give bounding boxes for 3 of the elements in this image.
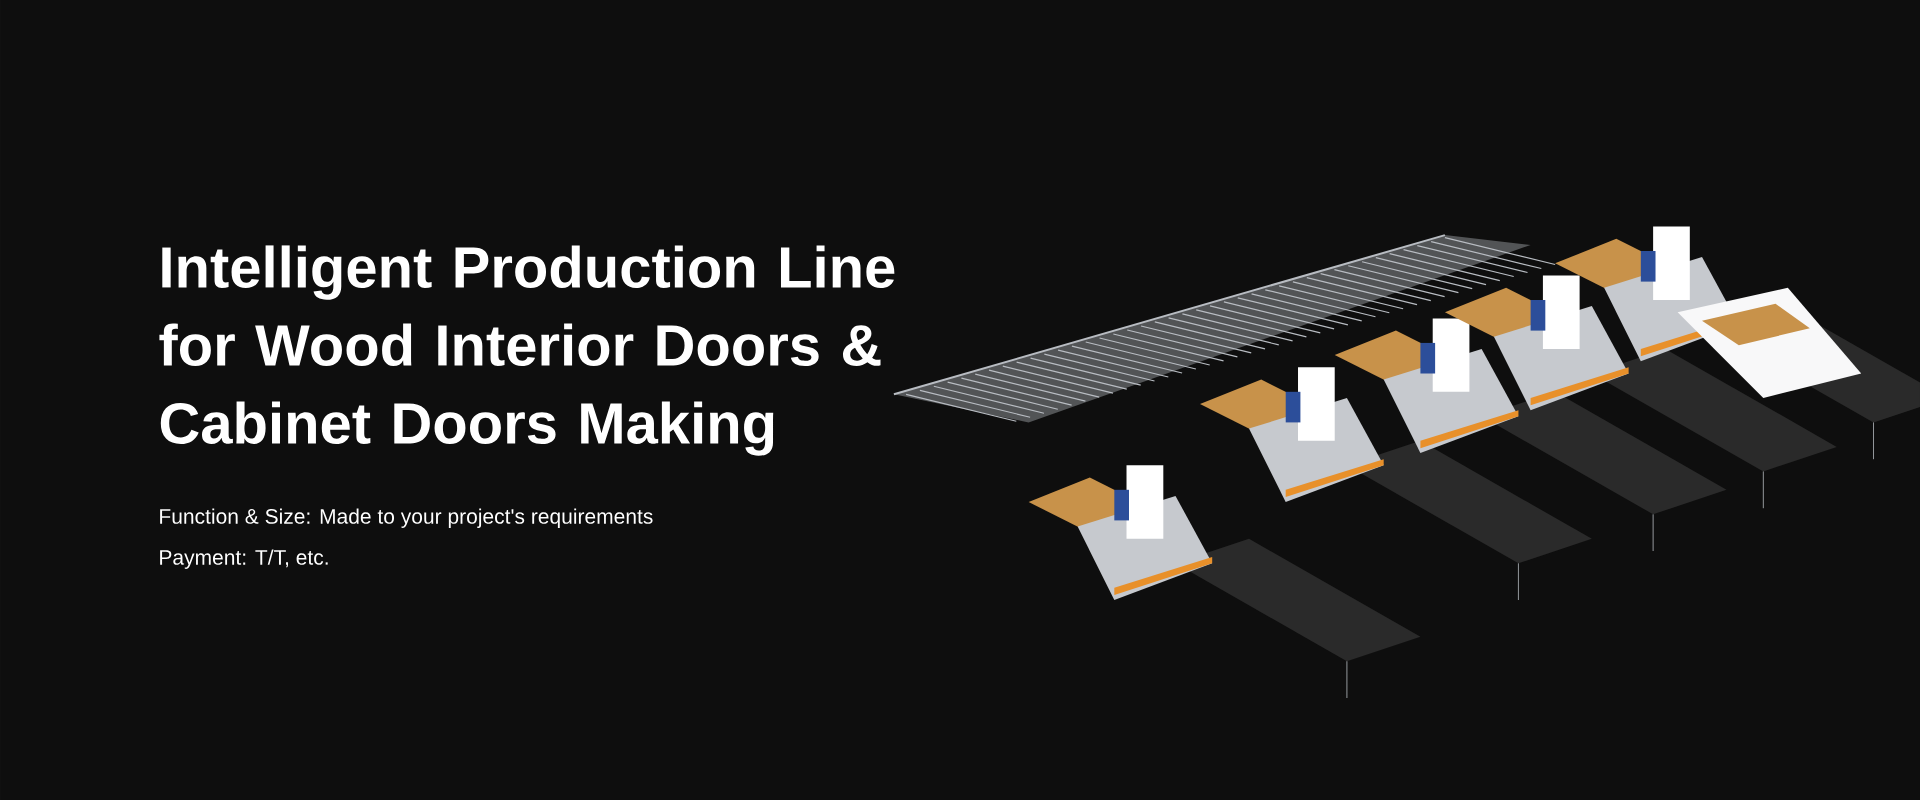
title: Intelligent Production Line for Wood Interior Doors & Cabinet Doors Making xyxy=(159,245,895,456)
subtitle: Payment: T/T, etc. xyxy=(160,549,328,569)
subtitle: Function & Size: Made to your project's requirements xyxy=(160,508,653,528)
